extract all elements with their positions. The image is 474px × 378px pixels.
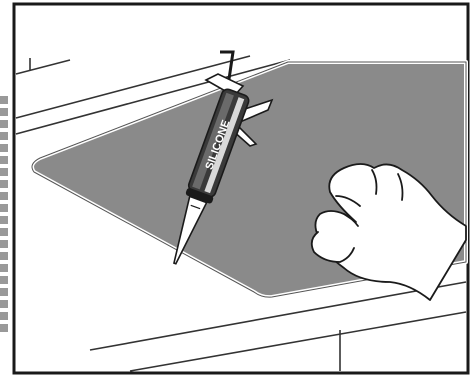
left-dash-strip [0, 96, 8, 332]
